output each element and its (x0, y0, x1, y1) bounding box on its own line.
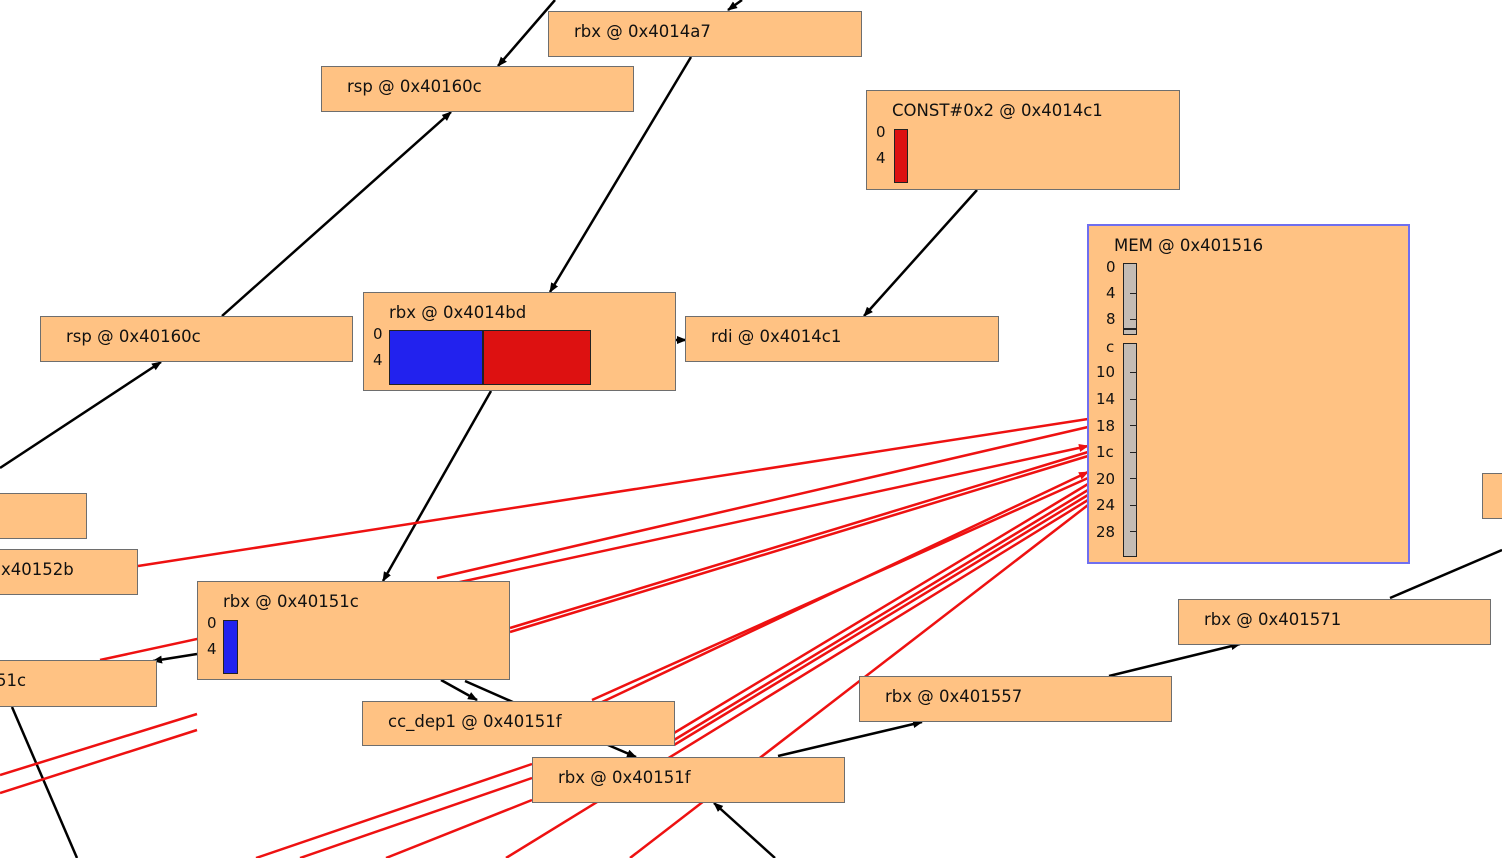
node-partial-right[interactable] (1482, 473, 1502, 519)
node-rbx-40151f[interactable]: rbx @ 0x40151f (532, 757, 845, 803)
mem-region (1123, 343, 1137, 557)
edge (607, 743, 637, 759)
node-label: CONST#0x2 @ 0x4014c1 (892, 101, 1103, 120)
value-region-blue (223, 620, 238, 674)
tick-mark (1130, 372, 1137, 373)
edge (221, 111, 452, 317)
tick-mark (1130, 531, 1137, 532)
edge (436, 425, 1089, 580)
node-label: x40152b (1, 560, 74, 579)
mem-region (1123, 263, 1137, 329)
edge (0, 712, 198, 777)
edge (673, 488, 1089, 742)
node-label: rbx @ 0x401557 (885, 687, 1023, 706)
edge (152, 652, 198, 664)
offset-label: 24 (1096, 496, 1116, 514)
edge (440, 678, 478, 702)
tick-mark (1130, 425, 1137, 426)
offset-label: 0 (373, 325, 383, 343)
node-rsp-40160c-top[interactable]: rsp @ 0x40160c (321, 66, 634, 112)
offset-label: 20 (1096, 470, 1116, 488)
edge (727, 0, 743, 12)
value-region-blue (389, 330, 483, 385)
edge (137, 417, 1089, 568)
node-const-4014c1[interactable]: CONST#0x2 @ 0x4014c1 0 4 (866, 90, 1180, 190)
edge (863, 189, 978, 317)
node-rbx-4014a7[interactable]: rbx @ 0x4014a7 (548, 11, 862, 57)
edge (0, 360, 162, 470)
edge (299, 776, 533, 858)
edge (591, 476, 1089, 702)
value-region-red (894, 129, 908, 183)
edge (255, 762, 533, 858)
node-label: rsp @ 0x40160c (66, 327, 201, 346)
offset-label: c (1106, 338, 1115, 356)
node-label: rbx @ 0x401571 (1204, 610, 1342, 629)
node-rsp-40160c-left[interactable]: rsp @ 0x40160c (40, 316, 353, 362)
value-region-red (483, 330, 591, 385)
node-rbx-401571[interactable]: rbx @ 0x401571 (1178, 599, 1491, 645)
tick-mark (1130, 399, 1137, 400)
edge (464, 679, 516, 705)
edge (497, 0, 556, 67)
tick-mark (1130, 478, 1137, 479)
node-label: rsp @ 0x40160c (347, 77, 482, 96)
edge (548, 56, 693, 293)
edge (381, 390, 493, 582)
node-partial-left[interactable] (0, 493, 87, 539)
node-label: rbx @ 0x40151c (223, 592, 359, 611)
offset-label: 28 (1096, 523, 1116, 541)
offset-label: 0 (1106, 258, 1116, 276)
node-label: MEM @ 0x401516 (1114, 236, 1264, 255)
edge (509, 450, 1089, 630)
node-mem-401516[interactable]: MEM @ 0x401516 0 4 8 c 10 14 18 1c 20 24… (1087, 224, 1410, 564)
node-label: rbx @ 0x4014bd (389, 303, 527, 322)
node-rbx-40151c[interactable]: rbx @ 0x40151c 0 4 (197, 581, 510, 680)
edge (1108, 642, 1241, 678)
node-label: rbx @ 0x4014a7 (574, 22, 711, 41)
tick-mark (1130, 452, 1137, 453)
edge (713, 802, 776, 858)
offset-label: 8 (1106, 310, 1116, 328)
edge (1389, 548, 1502, 600)
edge (385, 798, 533, 858)
node-rbx-401557[interactable]: rbx @ 0x401557 (859, 676, 1172, 722)
offset-label: 0 (876, 123, 886, 141)
edge (777, 720, 923, 758)
tick-mark (1130, 293, 1137, 294)
node-partial-51c[interactable]: 51c (0, 660, 157, 707)
offset-label: 4 (876, 149, 886, 167)
offset-label: 14 (1096, 390, 1116, 408)
mem-region (1123, 329, 1137, 335)
node-label: rbx @ 0x40151f (558, 768, 691, 787)
edge (0, 728, 198, 795)
node-rbx-4014bd[interactable]: rbx @ 0x4014bd 0 4 (363, 292, 676, 391)
offset-label: 4 (1106, 284, 1116, 302)
tick-mark (1130, 505, 1137, 506)
offset-label: 0 (207, 614, 217, 632)
edge (509, 454, 1089, 634)
node-label: rdi @ 0x4014c1 (711, 327, 842, 346)
node-label: 51c (0, 671, 27, 690)
node-cc-dep1-40151f[interactable]: cc_dep1 @ 0x40151f (362, 701, 675, 746)
node-partial-40152b[interactable]: x40152b (0, 549, 138, 595)
node-rdi-4014c1[interactable]: rdi @ 0x4014c1 (685, 316, 999, 362)
offset-label: 4 (373, 351, 383, 369)
offset-label: 4 (207, 640, 217, 658)
offset-label: 18 (1096, 417, 1116, 435)
offset-label: 10 (1096, 363, 1116, 381)
edge (10, 706, 79, 858)
edge (673, 482, 1089, 735)
node-label: cc_dep1 @ 0x40151f (388, 712, 562, 731)
offset-label: 1c (1096, 443, 1114, 461)
tick-mark (1130, 319, 1137, 320)
edge (673, 493, 1089, 747)
